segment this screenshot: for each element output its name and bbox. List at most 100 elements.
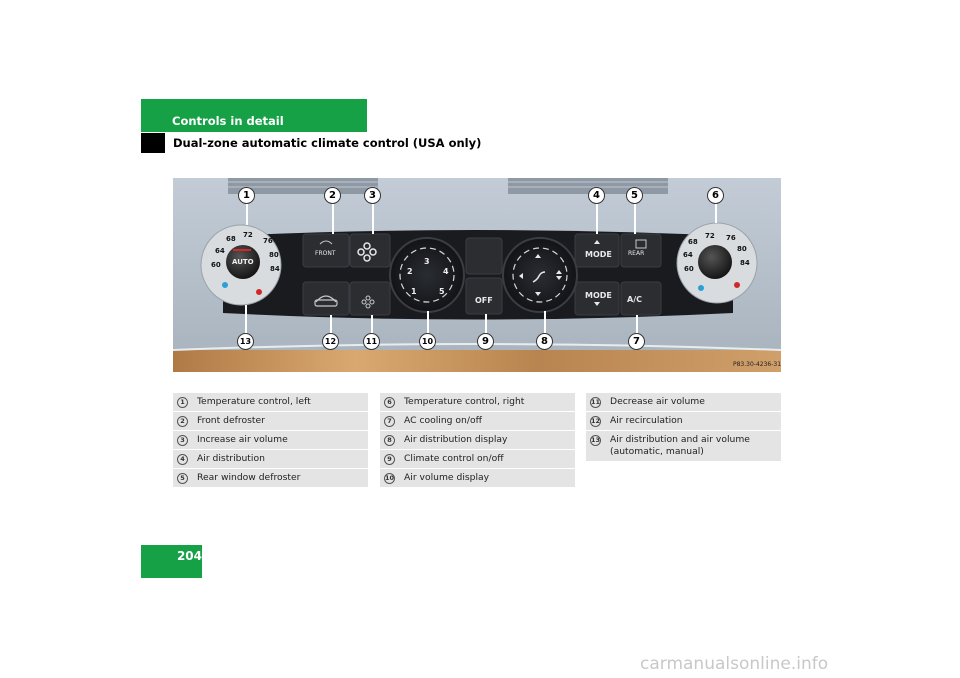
legend-number-badge: 6	[384, 397, 395, 408]
callout-line	[636, 315, 638, 341]
section-header-bar	[141, 99, 367, 132]
watermark: carmanualsonline.info	[640, 654, 829, 674]
legend-row: 2 Front defroster	[173, 412, 368, 431]
climate-control-photo: FRONT REAR MODE MODE OFF A/C AUTO	[173, 178, 781, 372]
legend-number: 10	[384, 472, 404, 484]
auto-label: AUTO	[232, 258, 254, 266]
legend-number: 1	[177, 396, 197, 408]
legend-number-badge: 11	[590, 397, 601, 408]
callout-line	[330, 315, 332, 341]
legend-number-badge: 4	[177, 454, 188, 465]
fan-speed-label: 2	[407, 267, 413, 276]
legend-text: Climate control on/off	[404, 453, 504, 464]
legend-text: Air recirculation	[610, 415, 683, 426]
page-subtitle: Dual-zone automatic climate control (USA…	[173, 136, 482, 150]
legend-number: 4	[177, 453, 197, 465]
legend-number: 11	[590, 396, 610, 408]
legend-text: Air distribution display	[404, 434, 508, 445]
legend-number-badge: 1	[177, 397, 188, 408]
callout-badge: 10	[419, 333, 436, 350]
rear-label: REAR	[628, 250, 644, 257]
right-dial-temp: 80	[737, 245, 747, 253]
callout-line	[372, 195, 374, 234]
defroster-icon	[319, 239, 647, 249]
legend-row: 11 Decrease air volume	[586, 393, 781, 412]
legend-number: 5	[177, 472, 197, 484]
callout-line	[715, 195, 717, 223]
callout-badge: 7	[628, 333, 645, 350]
right-dial-temp: 60	[684, 265, 694, 273]
callout-badge: 8	[536, 333, 553, 350]
legend-row: 3 Increase air volume	[173, 431, 368, 450]
legend-text: Air distribution	[197, 453, 265, 464]
legend-number-badge: 3	[177, 435, 188, 446]
off-label: OFF	[475, 296, 493, 305]
recirculation-icon	[314, 295, 338, 307]
callout-badge: 9	[477, 333, 494, 350]
right-dial-temp: 84	[740, 259, 750, 267]
legend-text: Rear window defroster	[197, 472, 301, 483]
legend-text: Air distribution and air volume (automat…	[610, 434, 750, 457]
legend-number-badge: 7	[384, 416, 395, 427]
callout-line	[485, 314, 487, 341]
legend-number-badge: 9	[384, 454, 395, 465]
legend-row: 9 Climate control on/off	[380, 450, 575, 469]
fan-speed-label: 4	[443, 267, 449, 276]
arrow-down-icon	[594, 302, 600, 306]
legend-text: Front defroster	[197, 415, 265, 426]
left-dial-temp: 64	[215, 247, 225, 255]
page-number: 204	[176, 549, 202, 563]
legend-row: 4 Air distribution	[173, 450, 368, 469]
callout-line	[371, 315, 373, 341]
callout-badge: 13	[237, 333, 254, 350]
ac-label: A/C	[627, 295, 642, 304]
fan-speed-label: 1	[411, 287, 417, 296]
callout-badge: 2	[324, 187, 341, 204]
mode-down-label: MODE	[585, 291, 612, 300]
callout-line	[427, 311, 429, 341]
legend-number: 13	[590, 434, 610, 446]
legend-number: 12	[590, 415, 610, 427]
fan-speed-label: 3	[424, 257, 430, 266]
legend-number: 6	[384, 396, 404, 408]
legend-number: 8	[384, 434, 404, 446]
legend-text: Increase air volume	[197, 434, 288, 445]
left-dial-temp: 76	[263, 237, 273, 245]
callout-line	[544, 311, 546, 341]
mode-up-label: MODE	[585, 250, 612, 259]
callout-badge: 1	[238, 187, 255, 204]
legend-number-badge: 2	[177, 416, 188, 427]
legend-number-badge: 13	[590, 435, 601, 446]
legend-row: 10 Air volume display	[380, 469, 575, 488]
callout-line	[332, 195, 334, 234]
legend-number: 2	[177, 415, 197, 427]
section-title: Controls in detail	[172, 114, 284, 128]
callout-badge: 3	[364, 187, 381, 204]
callout-line	[245, 305, 247, 341]
legend-number: 7	[384, 415, 404, 427]
left-dial-temp: 84	[270, 265, 280, 273]
arrow-up-icon	[594, 240, 600, 244]
right-dial-temp: 68	[688, 238, 698, 246]
left-dial-temp: 80	[269, 251, 279, 259]
figure-code: P83.30-4236-31	[733, 361, 782, 368]
callout-badge: 4	[588, 187, 605, 204]
page-number-box: 204	[141, 545, 202, 578]
legend-text: Decrease air volume	[610, 396, 705, 407]
callout-line	[634, 195, 636, 234]
right-dial-temp: 72	[705, 232, 715, 240]
fan-icon	[357, 242, 377, 262]
front-label: FRONT	[315, 250, 336, 257]
legend-text: Air volume display	[404, 472, 490, 483]
legend-number-badge: 10	[384, 473, 395, 484]
fan-speed-label: 5	[439, 287, 445, 296]
right-dial-temp: 64	[683, 251, 693, 259]
small-fan-icon	[361, 295, 375, 309]
